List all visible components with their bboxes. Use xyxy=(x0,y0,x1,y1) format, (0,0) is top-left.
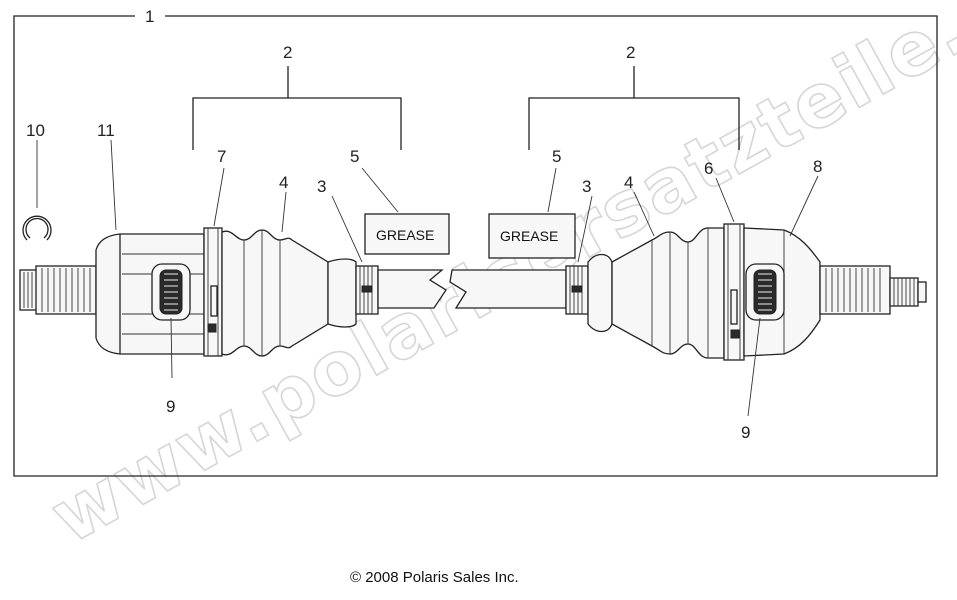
boot-neck-right xyxy=(587,253,613,333)
leader-6 xyxy=(715,177,735,223)
bracket-2-left xyxy=(192,66,402,150)
callout-1: 1 xyxy=(145,7,154,26)
small-clamp-part-3-left xyxy=(355,265,379,315)
callout-5-right: 5 xyxy=(552,147,561,166)
boot-clamp-part-7 xyxy=(203,227,223,357)
left-splined-stub xyxy=(19,265,97,315)
leader-3-left xyxy=(331,195,363,263)
callout-4-left: 4 xyxy=(279,173,288,192)
boot-neck-left xyxy=(327,258,357,328)
leader-9-left xyxy=(170,317,173,379)
callout-7: 7 xyxy=(217,147,226,166)
callout-3-left: 3 xyxy=(317,177,326,196)
leader-9-right xyxy=(747,317,761,417)
leader-8 xyxy=(789,175,819,237)
callout-9-right: 9 xyxy=(741,423,750,442)
right-splined-stub xyxy=(819,265,927,315)
cv-cage-window-left xyxy=(151,263,191,321)
callout-4-right: 4 xyxy=(624,173,633,192)
leader-4-left xyxy=(281,191,287,233)
leader-11 xyxy=(110,139,117,231)
callout-11: 11 xyxy=(97,121,115,140)
cv-cage-window-right xyxy=(745,263,785,321)
circlip-part-10 xyxy=(22,215,52,241)
leader-5-right xyxy=(547,167,557,213)
callout-8: 8 xyxy=(813,157,822,176)
callout-2-right: 2 xyxy=(626,43,635,62)
copyright-notice: © 2008 Polaris Sales Inc. xyxy=(350,569,519,586)
callout-9-left: 9 xyxy=(166,397,175,416)
callout-6: 6 xyxy=(704,159,713,178)
callout-5-left: 5 xyxy=(350,147,359,166)
leader-7 xyxy=(213,167,225,227)
callout-10: 10 xyxy=(26,121,45,140)
small-clamp-part-3-right xyxy=(565,265,589,315)
leader-4-right xyxy=(633,191,655,237)
grease-text-right: GREASE xyxy=(500,228,558,244)
assembly-frame xyxy=(13,15,938,477)
callout-3-right: 3 xyxy=(582,177,591,196)
grease-label-right: GREASE xyxy=(488,213,576,259)
bracket-2-right xyxy=(528,66,740,150)
leader-5-left xyxy=(361,167,399,213)
leader-3-right xyxy=(577,195,593,263)
axle-shaft xyxy=(377,269,567,309)
boot-clamp-part-6 xyxy=(723,223,745,361)
grease-text-left: GREASE xyxy=(376,227,434,243)
callout-2-left: 2 xyxy=(283,43,292,62)
grease-label-left: GREASE xyxy=(364,213,450,255)
